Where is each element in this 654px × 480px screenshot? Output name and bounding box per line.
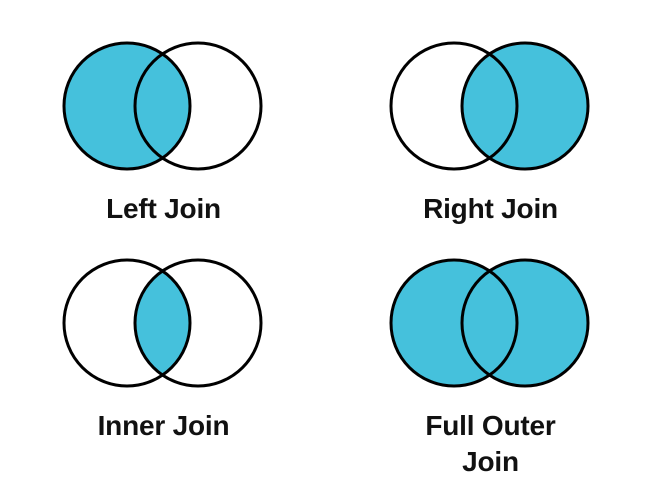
venn-svg-full-outer-join: [389, 258, 589, 388]
join-label-inner-join: Inner Join: [97, 410, 230, 441]
join-diagram-left-join: Left Join: [0, 0, 327, 237]
right-circle-outline: [460, 258, 589, 388]
left-circle-outline: [389, 41, 518, 171]
venn-left-join: [59, 38, 269, 178]
right-circle-outline: [460, 41, 589, 171]
join-label-full-outer-join: Full Outer Join: [425, 410, 556, 477]
venn-full-outer-join: [386, 255, 596, 395]
right-circle-outline: [133, 258, 262, 388]
intersection-fill: [134, 260, 190, 386]
venn-inner-join: [59, 255, 269, 395]
venn-svg-inner-join: [62, 258, 262, 388]
join-diagram-full-outer-join: Full Outer Join: [327, 237, 654, 477]
intersection-fill: [461, 43, 517, 169]
left-circle-outline: [389, 258, 518, 388]
right-circle-outline: [133, 41, 262, 171]
right-circle-fill: [461, 260, 588, 386]
join-label-left-join: Left Join: [106, 193, 221, 224]
join-diagram-inner-join: Inner Join: [0, 237, 327, 474]
join-label-right-join: Right Join: [423, 193, 558, 224]
venn-right-join: [386, 38, 596, 178]
venn-svg-left-join: [62, 41, 262, 171]
intersection-fill: [134, 43, 190, 169]
join-diagram-right-join: Right Join: [327, 0, 654, 237]
left-circle-outline: [62, 41, 191, 171]
left-circle-outline: [62, 258, 191, 388]
venn-svg-right-join: [389, 41, 589, 171]
